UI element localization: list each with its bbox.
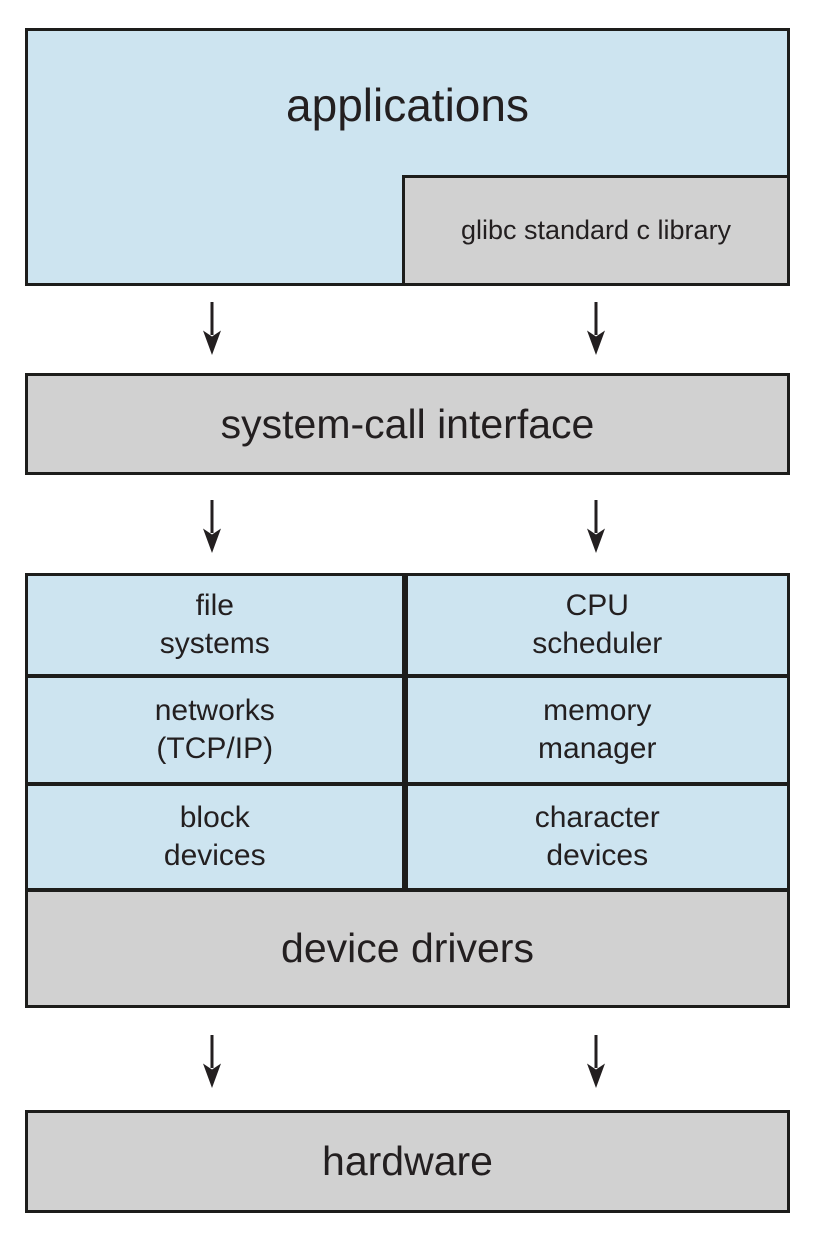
hardware-label: hardware	[322, 1138, 493, 1184]
cell-line: systems	[159, 627, 270, 660]
cell-line: networks	[154, 694, 275, 727]
arrow-down-icon	[587, 1035, 605, 1088]
cell-line: file	[195, 589, 234, 622]
cell-line: manager	[538, 732, 657, 765]
arrow-down-icon	[587, 500, 605, 553]
device-drivers-box: device drivers	[28, 892, 787, 1005]
cell-line: scheduler	[532, 627, 663, 660]
kernel-cell-cpu-scheduler: CPU scheduler	[407, 576, 787, 678]
device-drivers-label: device drivers	[281, 925, 534, 971]
cell-line: devices	[546, 839, 649, 872]
kernel-components-box: file systems CPU scheduler networks (TCP…	[25, 573, 790, 1008]
system-call-interface-label: system-call interface	[220, 400, 595, 447]
applications-label: applications	[286, 78, 529, 131]
cell-line: (TCP/IP)	[156, 732, 274, 765]
cell-line: memory	[543, 694, 652, 727]
kernel-cell-networks: networks (TCP/IP)	[28, 678, 408, 786]
glibc-box: glibc standard c library	[402, 175, 790, 286]
arrow-down-icon	[203, 1035, 221, 1088]
cell-line: block	[179, 801, 250, 834]
kernel-cell-file-systems: file systems	[28, 576, 408, 678]
kernel-cell-memory-manager: memory manager	[407, 678, 787, 786]
kernel-cell-block-devices: block devices	[28, 786, 408, 892]
cell-line: CPU	[565, 589, 629, 622]
cell-line: character	[534, 801, 660, 834]
arrow-down-icon	[203, 302, 221, 355]
glibc-label: glibc standard c library	[460, 215, 732, 245]
arrow-down-icon	[587, 302, 605, 355]
kernel-cell-character-devices: character devices	[407, 786, 787, 892]
hardware-box: hardware	[25, 1110, 790, 1213]
system-call-interface-box: system-call interface	[25, 373, 790, 475]
cell-line: devices	[163, 839, 266, 872]
arrow-down-icon	[203, 500, 221, 553]
